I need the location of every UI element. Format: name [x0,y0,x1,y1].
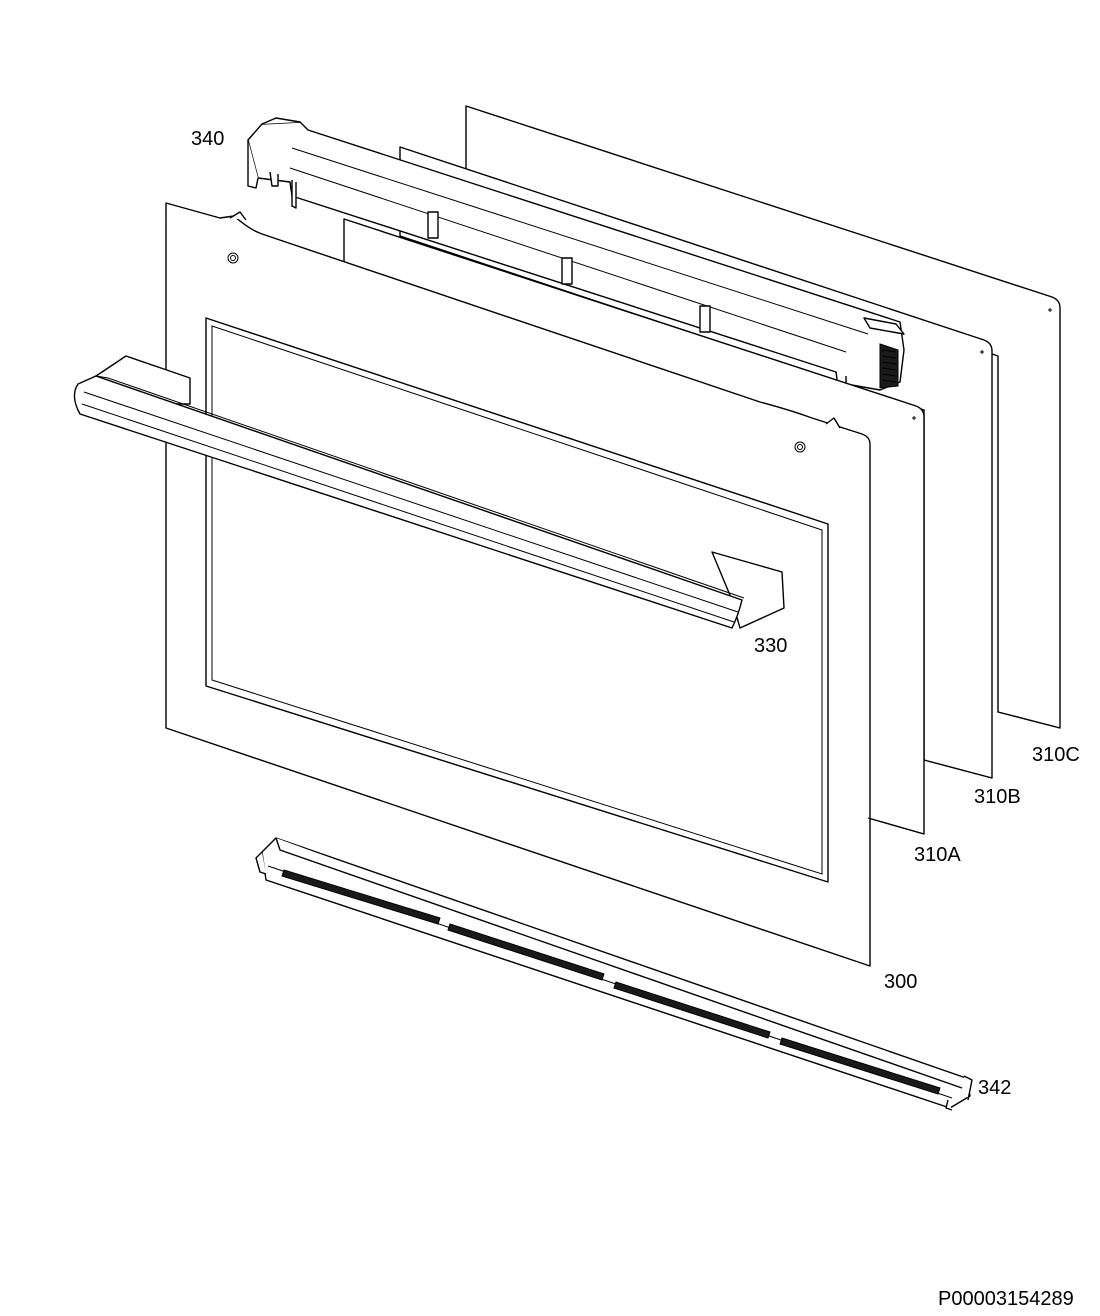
part-label-310A: 310A [914,844,961,866]
bottom-vent-strip-342 [255,837,973,1111]
part-label-310C: 310C [1032,744,1080,766]
part-label-310B: 310B [974,786,1021,808]
part-label-340: 340 [191,128,225,150]
glass-panel-310C [465,105,1061,729]
part-label-330: 330 [754,635,788,657]
top-bracket-340 [247,117,905,391]
drawing-code: P00003154289 [938,1288,1074,1310]
leader-lines [867,711,1061,835]
part-label-342: 342 [978,1077,1012,1099]
part-label-300: 300 [884,971,918,993]
handle-330 [73,355,785,629]
outer-door-panel-300 [165,202,871,967]
